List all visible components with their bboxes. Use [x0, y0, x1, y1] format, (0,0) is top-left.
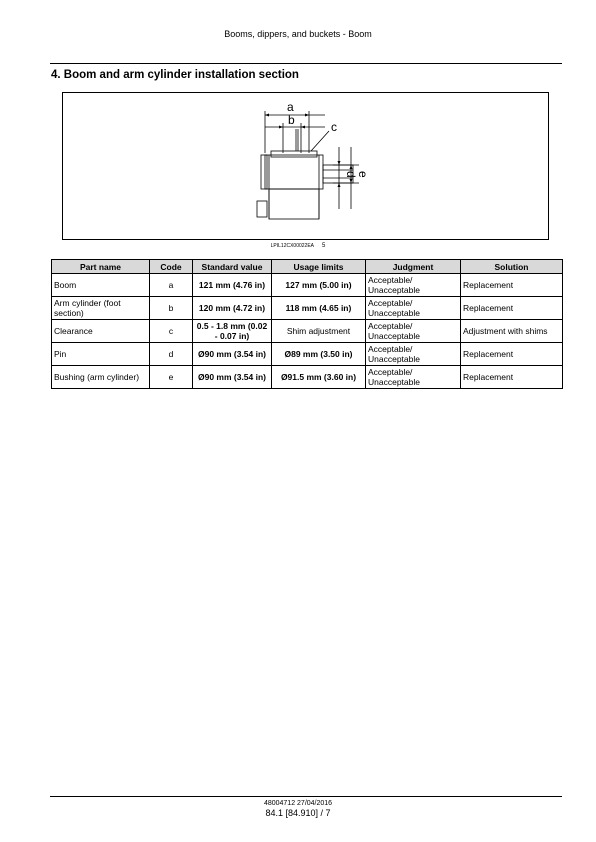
standard-value: 120 mm (4.72 in)	[192, 296, 272, 320]
code: d	[149, 342, 193, 366]
part-name: Arm cylinder (foot section)	[51, 296, 150, 320]
footer-divider	[50, 796, 562, 797]
figure-code: LPIL12CX00022EA	[270, 243, 315, 249]
solution: Replacement	[460, 273, 563, 297]
usage-limit: 127 mm (5.00 in)	[271, 273, 366, 297]
label-c: c	[331, 120, 337, 134]
label-b: b	[288, 113, 295, 127]
page-header: Booms, dippers, and buckets - Boom	[224, 29, 372, 39]
document-number: 48004712 27/04/2016	[263, 800, 333, 807]
cylinder-installation-diagram: a b c d e	[256, 100, 370, 220]
table-row: Clearance c 0.5 - 1.8 mm (0.02 - 0.07 in…	[51, 319, 563, 343]
usage-limit: Ø91.5 mm (3.60 in)	[271, 365, 366, 389]
solution: Replacement	[460, 342, 563, 366]
standard-value: Ø90 mm (3.54 in)	[192, 365, 272, 389]
usage-limit: Shim adjustment	[271, 319, 366, 343]
table-row: Arm cylinder (foot section) b 120 mm (4.…	[51, 296, 563, 320]
figure-number: 5	[322, 243, 326, 249]
figure-caption: LPIL12CX00022EA 5	[0, 243, 596, 249]
code: b	[149, 296, 193, 320]
part-name: Clearance	[51, 319, 150, 343]
col-usage-limits: Usage limits	[271, 259, 366, 274]
col-solution: Solution	[460, 259, 563, 274]
label-a: a	[287, 100, 294, 114]
table-header-row: Part name Code Standard value Usage limi…	[51, 259, 563, 274]
judgment: Acceptable/ Unacceptable	[365, 273, 461, 297]
table-row: Bushing (arm cylinder) e Ø90 mm (3.54 in…	[51, 365, 563, 389]
judgment: Acceptable/ Unacceptable	[365, 296, 461, 320]
part-name: Pin	[51, 342, 150, 366]
judgment: Acceptable/ Unacceptable	[365, 342, 461, 366]
part-name: Boom	[51, 273, 150, 297]
figure-frame: a b c d e	[62, 92, 549, 240]
standard-value: 0.5 - 1.8 mm (0.02 - 0.07 in)	[192, 319, 272, 343]
usage-limit: 118 mm (4.65 in)	[271, 296, 366, 320]
col-standard-value: Standard value	[192, 259, 272, 274]
standard-value: Ø90 mm (3.54 in)	[192, 342, 272, 366]
inspection-table: Part name Code Standard value Usage limi…	[51, 259, 563, 389]
solution: Adjustment with shims	[460, 319, 563, 343]
col-judgment: Judgment	[365, 259, 461, 274]
solution: Replacement	[460, 365, 563, 389]
table-row: Boom a 121 mm (4.76 in) 127 mm (5.00 in)…	[51, 273, 563, 297]
part-name: Bushing (arm cylinder)	[51, 365, 150, 389]
header-divider	[50, 63, 562, 64]
code: c	[149, 319, 193, 343]
usage-limit: Ø89 mm (3.50 in)	[271, 342, 366, 366]
code: e	[149, 365, 193, 389]
code: a	[149, 273, 193, 297]
standard-value: 121 mm (4.76 in)	[192, 273, 272, 297]
solution: Replacement	[460, 296, 563, 320]
table-row: Pin d Ø90 mm (3.54 in) Ø89 mm (3.50 in) …	[51, 342, 563, 366]
page-reference: 84.1 [84.910] / 7	[265, 808, 331, 818]
label-d: d	[344, 171, 358, 178]
judgment: Acceptable/ Unacceptable	[365, 365, 461, 389]
section-title: 4. Boom and arm cylinder installation se…	[51, 69, 299, 81]
col-code: Code	[149, 259, 193, 274]
label-e: e	[356, 171, 370, 178]
col-part-name: Part name	[51, 259, 150, 274]
judgment: Acceptable/ Unacceptable	[365, 319, 461, 343]
